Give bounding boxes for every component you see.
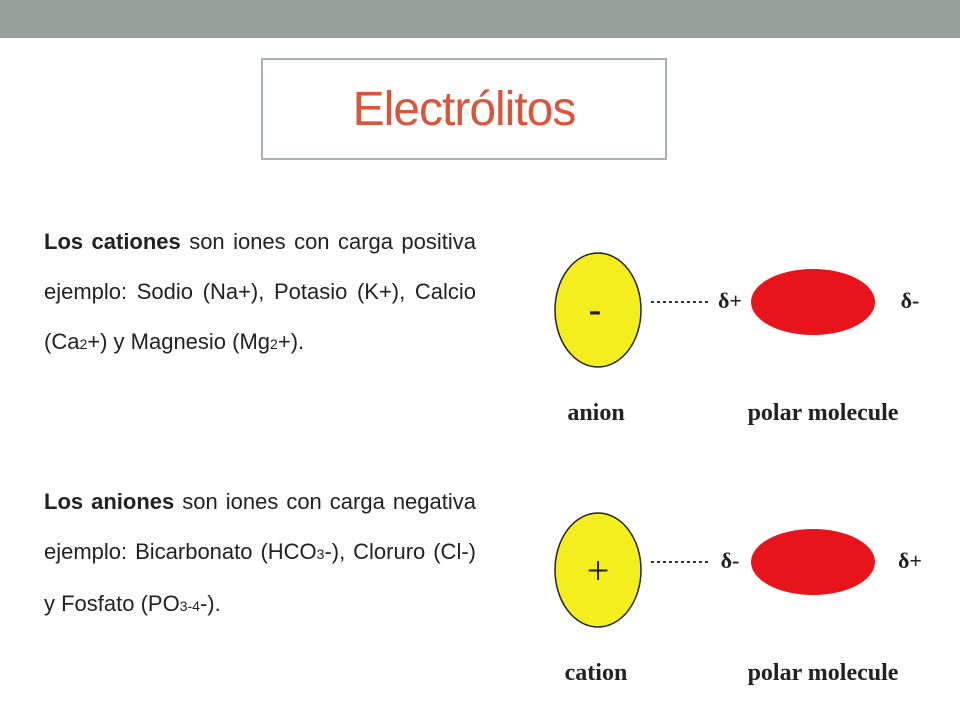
cations-text-3: +). — [277, 329, 305, 354]
delta-right: δ- — [901, 288, 920, 313]
anions-sub-1: 3 — [316, 546, 325, 562]
molecule-label: polar molecule — [748, 400, 899, 426]
anions-paragraph: Los aniones son iones con carga negativa… — [44, 477, 476, 631]
anions-term: Los aniones — [44, 489, 175, 514]
cations-paragraph: Los cationes son iones con carga positiv… — [44, 217, 476, 369]
cations-sub-2: 2 — [270, 336, 278, 352]
cations-text-2: +) y Magnesio (Mg — [87, 329, 271, 354]
cation-label: cation — [565, 660, 628, 686]
delta-left: δ+ — [718, 288, 742, 313]
cation-polar-molecule-diagram: + δ- δ+ cation polar molecule — [554, 512, 922, 686]
anion-label: anion — [567, 400, 624, 426]
delta-right: δ+ — [898, 548, 922, 573]
polar-molecule-ellipse — [751, 269, 875, 335]
anion-ellipse — [554, 252, 642, 368]
delta-left: δ- — [721, 548, 740, 573]
anion-polar-molecule-diagram: - δ+ δ- anion polar molecule — [554, 252, 920, 426]
cations-text-1: son iones con carga positiva ejemplo: So… — [44, 229, 476, 354]
anions-text-2: -), Cloruro (Cl-) y Fosfato (PO — [44, 539, 476, 616]
cations-term: Los cationes — [44, 229, 181, 254]
anions-text-1: son iones con carga negativa ejemplo: Bi… — [44, 489, 476, 564]
cation-ellipse — [554, 512, 642, 628]
slide-title: Electrólitos — [352, 82, 577, 136]
anions-sub-2: 3-4 — [179, 598, 200, 614]
top-bar — [0, 0, 960, 38]
molecule-label: polar molecule — [748, 660, 899, 686]
cations-sub-1: 2 — [79, 336, 88, 352]
cation-symbol: + — [587, 548, 610, 593]
title-box: Electrólitos — [261, 58, 667, 160]
polar-molecule-ellipse — [751, 529, 875, 595]
anion-symbol: - — [589, 289, 602, 331]
anions-text-3: -). — [199, 591, 221, 616]
